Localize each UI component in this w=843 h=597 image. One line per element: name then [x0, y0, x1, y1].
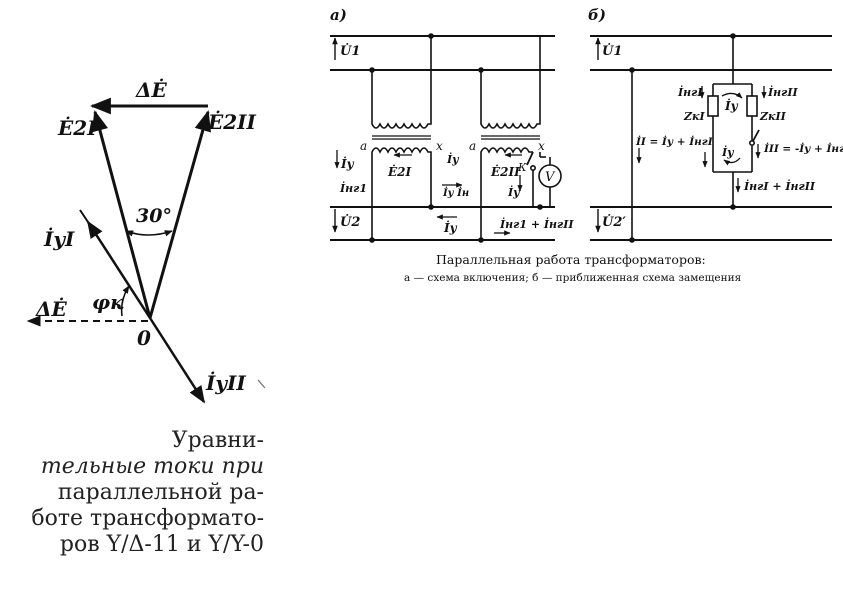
iy-b-label: İу: [724, 98, 739, 113]
iy-mid-b-label: İу: [721, 145, 735, 159]
zki-resistor: [707, 95, 719, 117]
figure-caption: Параллельная работа трансформаторов: а —…: [404, 252, 742, 284]
a2-label: a: [469, 139, 476, 153]
i-yii-label: İyII: [205, 371, 246, 395]
sum-b-label: İнгI + İнгII: [743, 179, 816, 193]
vector-diagram: [26, 97, 211, 404]
vector-diagram-caption: Уравни- тельные токи при параллельной ра…: [28, 428, 264, 558]
e2-i-label: Ė2I: [57, 116, 97, 140]
iy-loop-arrow: [721, 92, 743, 99]
i2-eq-b-label: İII = -İу + İнгII: [763, 141, 843, 155]
iy-loop-arrow-2: [723, 157, 741, 166]
i-yii-vector: [148, 317, 206, 404]
u1-b-label: U̇1: [602, 43, 622, 59]
x1-label: x: [436, 139, 443, 153]
u2-label: U̇2: [340, 214, 360, 230]
e2-ii-label: Ė2II: [207, 110, 257, 134]
circuit-a-labels: а) U̇1 U̇2 a x a x İу İнг1 Ė2I İу İу İн …: [330, 6, 574, 235]
x2-label: x: [538, 139, 545, 153]
transformer-1-secondary: [371, 147, 432, 240]
i-yi-vector: [86, 220, 152, 319]
transformer-2-secondary: [480, 147, 533, 240]
circuit-b: [590, 33, 832, 243]
i-yi-label: İyI: [43, 227, 75, 251]
u2p-b-label: U̇2′: [602, 214, 626, 230]
angle-30-arc: [125, 230, 173, 237]
zkii-resistor: [746, 95, 758, 117]
a1-label: a: [360, 139, 367, 153]
ing1-a-label: İнг1: [339, 181, 367, 195]
delta-e-top-label: ΔĖ: [135, 78, 168, 102]
switch-k: [526, 151, 534, 166]
origin-label: 0: [137, 326, 151, 350]
caption-line-2: тельные токи при: [40, 454, 264, 479]
phi-k-arc: [120, 285, 130, 317]
transformer-2-primary: [480, 36, 541, 129]
vector-labels: ΔĖ Ė2I Ė2II 30° İyI ΔĖ φк 0 İyII: [35, 78, 257, 395]
figure-caption-title: Параллельная работа трансформаторов:: [436, 252, 706, 267]
caption-line-5: ров Y/Δ-11 и Y/Y-0: [59, 532, 264, 557]
zkii-b-label: ZкII: [759, 110, 787, 123]
panel-b-label: б): [588, 6, 606, 24]
circuit-b-labels: б) U̇1 U̇2′ İнгI ZкI İу İнгII ZкII İI = …: [588, 6, 843, 230]
u1-label: U̇1: [340, 43, 360, 59]
caption-line-4: боте трансформато-: [31, 506, 264, 531]
iy-a-label: İу: [340, 156, 355, 171]
circuit-a: [330, 33, 562, 243]
panel-a-label: а): [330, 6, 347, 24]
e2ii-a-label: Ė2II: [490, 164, 520, 179]
iy3-a-label: İу: [507, 185, 521, 199]
ing1-b-label: İнгI: [677, 85, 703, 99]
iy-in-a-label: İу İн: [442, 186, 469, 199]
stray-mark: [257, 379, 266, 389]
zki-b-label: ZкI: [683, 110, 705, 123]
delta-e-left-label: ΔĖ: [35, 297, 68, 321]
iy2-a-label: İу: [446, 152, 460, 166]
e2-i-vector: [91, 109, 152, 319]
e2-ii-vector: [148, 109, 211, 319]
figure-caption-subtitle: а — схема включения; б — приближенная сх…: [404, 272, 742, 284]
ingii-b-label: İнгII: [767, 85, 798, 99]
phi-k-label: φк: [92, 290, 124, 314]
switch-b: [752, 129, 760, 142]
angle-30-label: 30°: [136, 205, 172, 227]
i-yi-extension: [79, 209, 89, 223]
i1-eq-b-label: İI = İу + İнгI: [635, 134, 714, 148]
iy-bottom-a-label: İу: [443, 220, 458, 235]
caption-line-1: Уравни-: [171, 428, 264, 453]
ing-sum-a-label: İнг1 + İнгII: [499, 217, 574, 231]
caption-line-3: параллельной ра-: [57, 480, 264, 505]
transformer-1-primary: [371, 36, 432, 129]
e2i-a-label: Ė2I: [387, 164, 411, 179]
k-a-label: К: [517, 161, 527, 174]
voltmeter-label: V: [545, 170, 556, 185]
